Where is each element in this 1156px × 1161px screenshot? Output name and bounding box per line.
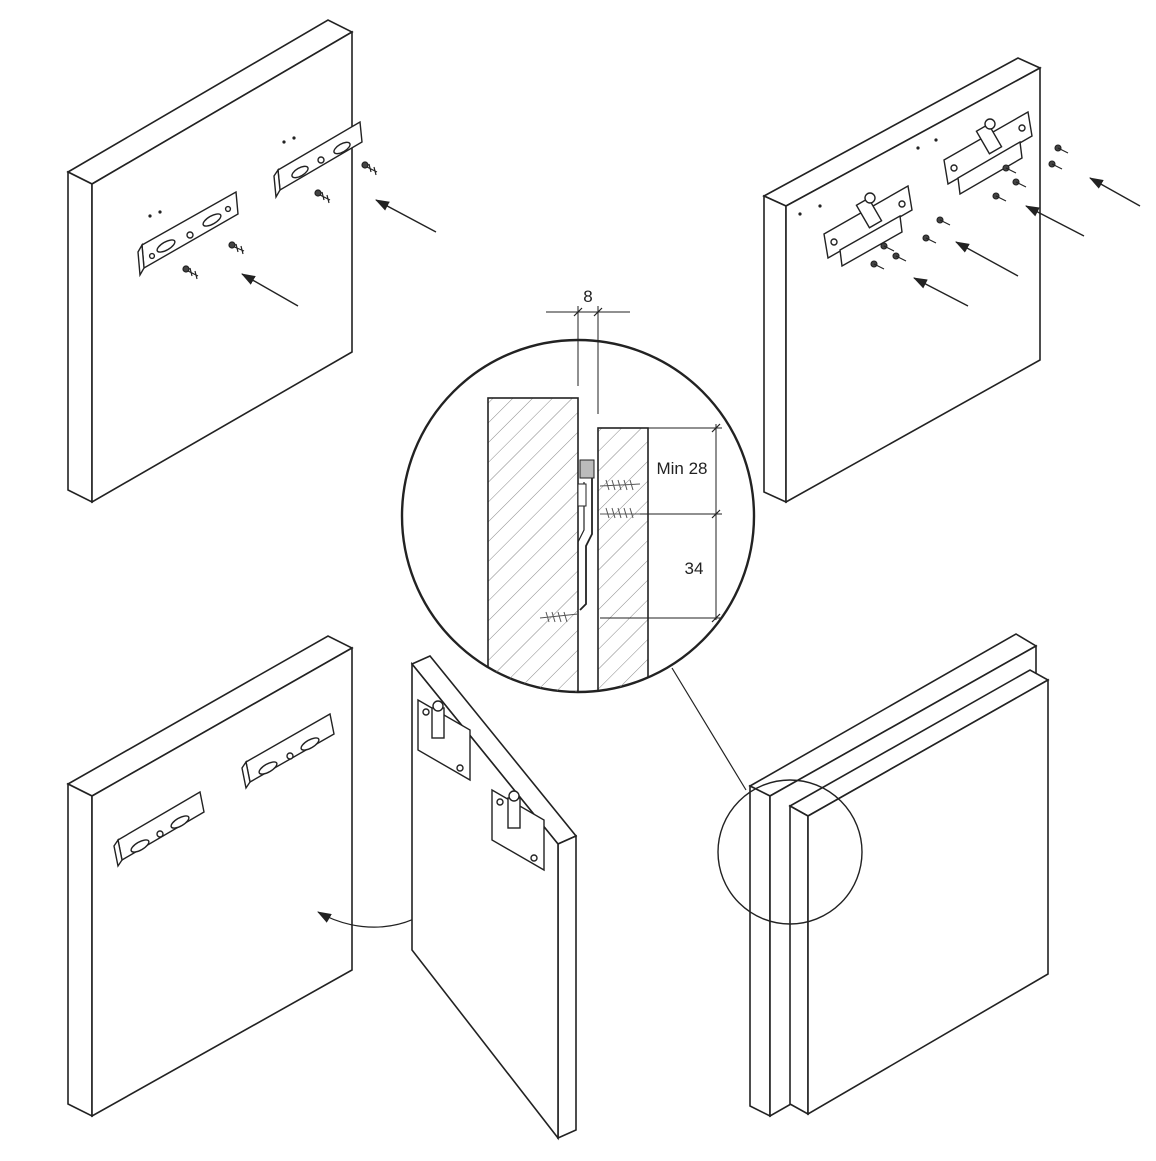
panel-bottom-middle xyxy=(410,655,578,1141)
bracket-top-right-lower xyxy=(823,184,913,268)
detail-leader-line xyxy=(671,667,747,791)
arrows-top-right xyxy=(913,177,1141,307)
bracket-top-left-upper xyxy=(273,120,363,200)
bracket-top-left-lower xyxy=(137,190,239,278)
dots-top-left xyxy=(148,136,296,218)
dimension-min-depth-label: Min 28 xyxy=(656,459,707,478)
dimension-spacing-label: 34 xyxy=(685,559,704,578)
dots-top-right xyxy=(798,138,938,216)
panel-bottom-left xyxy=(66,635,354,1118)
screws-top-right xyxy=(870,144,1069,270)
panel-bottom-right-front xyxy=(788,669,1050,1116)
screws-top-left xyxy=(182,161,378,280)
panel-top-right xyxy=(762,57,1042,504)
bracket-bottom-left-upper xyxy=(241,712,335,790)
bracket-top-right-upper xyxy=(943,110,1033,196)
bracket-bottom-left-lower xyxy=(113,790,205,868)
panel-top-left xyxy=(66,19,354,504)
arrows-top-left xyxy=(241,199,437,307)
detail-callout-circle xyxy=(717,779,863,925)
bracket-bottom-middle-upper xyxy=(417,698,471,782)
detail-view: 8 Min 28 34 xyxy=(400,287,756,694)
bracket-bottom-middle-lower xyxy=(491,788,545,872)
dimension-gap-label: 8 xyxy=(583,287,592,306)
